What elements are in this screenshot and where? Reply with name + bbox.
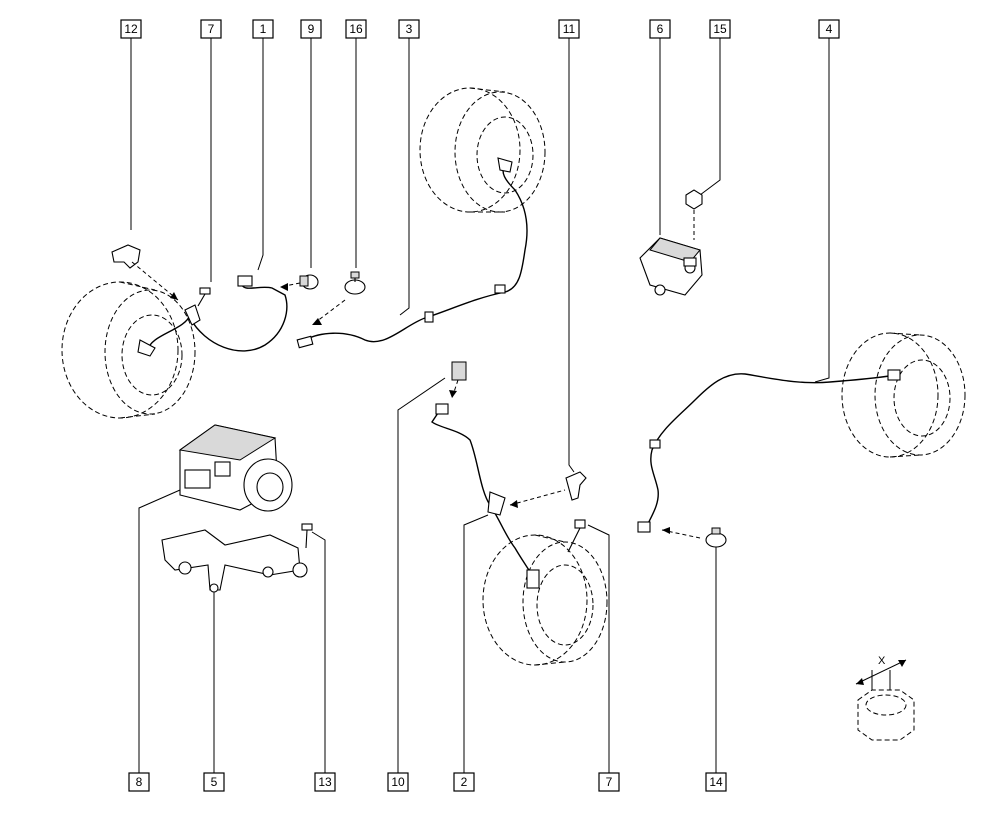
callout-boxes: 12 7 1 9 16 3 11 6 15 4 8 5 13 10 2 7 14 — [120, 19, 840, 792]
callout-10-bottom: 10 — [387, 772, 409, 792]
bolt-part-7-bottom — [567, 519, 586, 553]
callout-3-top: 3 — [398, 19, 420, 39]
callout-6-top: 6 — [649, 19, 671, 39]
bracket-part-11 — [565, 471, 587, 501]
callout-label: 7 — [208, 22, 215, 36]
callout-5-bottom: 5 — [203, 772, 225, 792]
callout-label: 11 — [563, 22, 576, 36]
nut-dimension-detail: X — [855, 655, 915, 741]
callout-1-top: 1 — [252, 19, 274, 39]
grommet-part-9 — [279, 274, 319, 291]
sensor-cable-part-1 — [137, 275, 288, 357]
callout-label: 9 — [308, 22, 315, 36]
bolt-part-7-top — [197, 287, 211, 307]
front-right-wheel — [841, 332, 966, 458]
callout-label: 8 — [136, 775, 143, 789]
callout-label: 1 — [260, 22, 267, 36]
front-left-wheel — [419, 87, 546, 213]
callout-8-bottom: 8 — [128, 772, 150, 792]
callout-2-bottom: 2 — [453, 772, 475, 792]
callout-15-top: 15 — [709, 19, 731, 39]
control-unit-part-6 — [639, 237, 703, 296]
callout-label: 15 — [713, 22, 727, 36]
sensor-cable-part-4 — [637, 369, 901, 533]
callout-11-top: 11 — [558, 19, 580, 39]
screw-part-13 — [301, 523, 313, 549]
callout-12-top: 12 — [120, 19, 142, 39]
callout-label: 2 — [461, 775, 468, 789]
callout-16-top: 16 — [345, 19, 367, 39]
sensor-cable-part-3 — [296, 157, 528, 349]
callout-label: 4 — [826, 22, 833, 36]
callout-label: 3 — [406, 22, 413, 36]
dimension-x-label: X — [878, 655, 886, 667]
callout-label: 10 — [391, 775, 405, 789]
abs-unit-part-8 — [178, 424, 293, 512]
callout-label: 16 — [349, 22, 363, 36]
rear-left-wheel — [61, 281, 196, 419]
callout-14-bottom: 14 — [705, 772, 727, 792]
callout-label: 6 — [657, 22, 664, 36]
callout-7-bottom: 7 — [598, 772, 620, 792]
callout-9-top: 9 — [300, 19, 322, 39]
callout-13-bottom: 13 — [314, 772, 336, 792]
leader-lines — [130, 38, 830, 773]
clip-part-16 — [311, 271, 366, 326]
clip-part-12 — [111, 244, 179, 301]
callout-label: 13 — [318, 775, 332, 789]
nut-part-15 — [685, 189, 703, 240]
sensor-cable-part-2 — [431, 361, 566, 589]
bracket-part-5 — [161, 529, 308, 593]
callout-4-top: 4 — [818, 19, 840, 39]
callout-7-top: 7 — [200, 19, 222, 39]
callout-label: 14 — [709, 775, 723, 789]
rear-right-wheel — [482, 534, 608, 666]
callout-label: 12 — [124, 22, 138, 36]
callout-label: 5 — [211, 775, 218, 789]
clip-part-14 — [661, 527, 727, 548]
callout-label: 7 — [606, 775, 613, 789]
